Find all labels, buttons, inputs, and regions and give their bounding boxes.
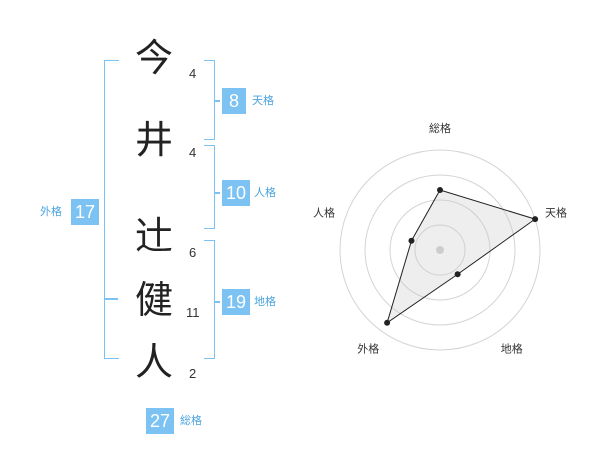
gaikaku-bracket — [104, 60, 119, 359]
radar-point-2 — [532, 216, 539, 223]
radar-axis-label-2: 天格 — [545, 205, 567, 219]
stroke-count-1: 4 — [189, 66, 197, 81]
radar-axis-label-1: 総格 — [429, 121, 451, 135]
tenkaku-label: 天格 — [252, 94, 274, 107]
name-char-2: 井 — [134, 118, 173, 162]
radar-ring-4 — [339, 149, 541, 351]
radar-axis-label-5: 人格 — [313, 205, 335, 219]
stroke-count-2: 4 — [189, 145, 197, 160]
radar-ring-3 — [364, 174, 516, 326]
soukaku-value-badge: 27 — [146, 408, 174, 434]
stroke-count-3: 6 — [189, 245, 197, 260]
radar-area — [386, 189, 537, 325]
jinkaku-bracket-tick — [214, 192, 220, 194]
radar-point-4 — [384, 319, 391, 326]
name-char-4: 健 — [134, 278, 173, 322]
stroke-count-4: 11 — [186, 305, 200, 320]
jinkaku-label: 人格 — [254, 186, 276, 199]
tenkaku-bracket-tick — [214, 100, 220, 102]
radar-axis-label-4: 外格 — [357, 342, 379, 356]
jinkaku-bracket — [204, 145, 215, 229]
radar-point-1 — [437, 187, 443, 193]
radar-ring-2 — [389, 199, 491, 301]
soukaku-label: 総格 — [180, 414, 202, 427]
chikaku-label: 地格 — [254, 295, 276, 308]
radar-point-3 — [454, 271, 461, 278]
tenkaku-value-badge: 8 — [222, 88, 246, 114]
name-char-1: 今 — [134, 36, 173, 80]
radar-ring-1 — [414, 224, 466, 276]
chikaku-value-badge: 19 — [222, 289, 250, 315]
gaikaku-label: 外格 — [40, 205, 62, 218]
gaikaku-bracket-tick — [104, 298, 118, 300]
radar-point-5 — [408, 237, 415, 244]
radar-center-dot — [436, 246, 444, 254]
chikaku-bracket-tick — [214, 301, 220, 303]
radar-axis-label-3: 地格 — [501, 342, 523, 356]
jinkaku-value-badge: 10 — [222, 180, 250, 206]
stroke-count-5: 2 — [189, 366, 197, 381]
gaikaku-value-badge: 17 — [71, 199, 99, 225]
name-char-5: 人 — [134, 340, 173, 384]
chikaku-bracket — [204, 240, 215, 359]
name-char-3: 辻 — [134, 214, 173, 258]
